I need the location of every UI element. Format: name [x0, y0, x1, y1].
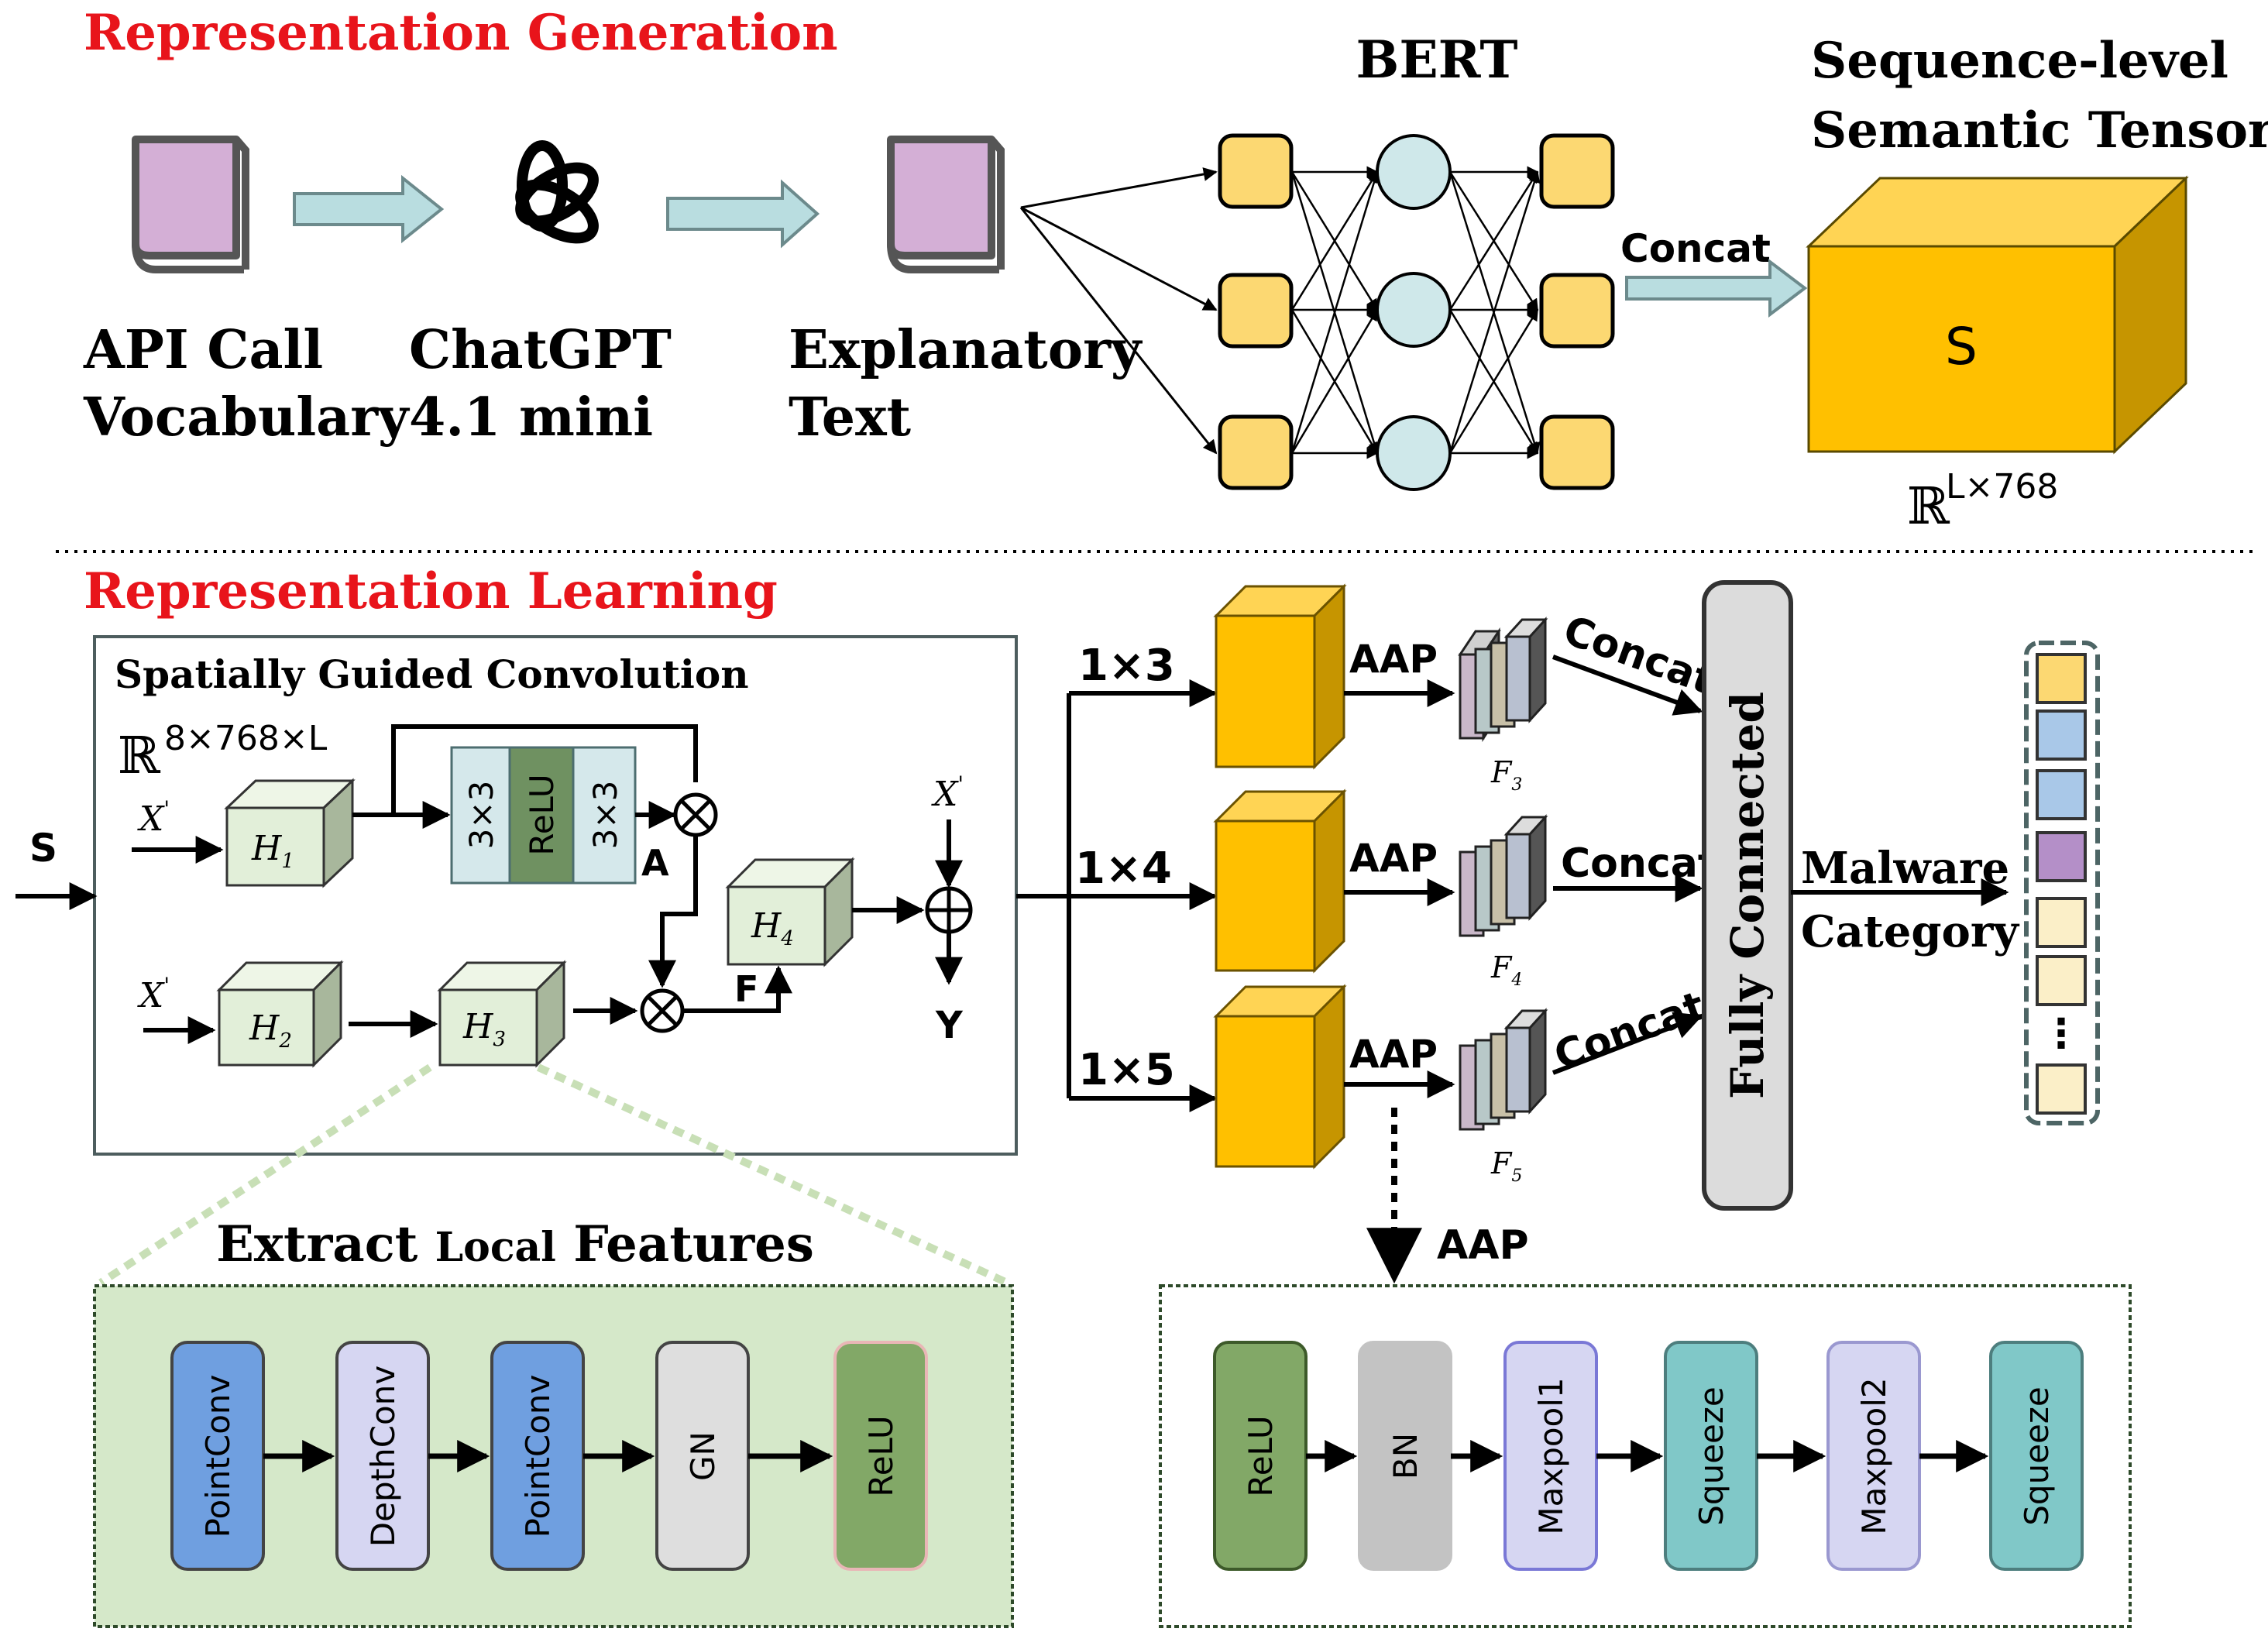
aap-label-1: AAP: [1349, 637, 1438, 682]
concat-arrows: [1552, 655, 1703, 1075]
h2-label: H2: [249, 1008, 292, 1053]
feature-label-f3: F3: [1490, 755, 1522, 795]
concat-label-top: Concat: [1620, 226, 1771, 271]
vocab-label-2: Vocabulary: [83, 387, 411, 448]
sgc-dims: 8×768×L: [164, 719, 328, 758]
local-step-relu: ReLU: [862, 1415, 900, 1496]
feature-stack-3: [1459, 1008, 1548, 1131]
local-features-title: Extract Local Features: [216, 1215, 814, 1273]
branch-kernel-1: 1×3: [1078, 641, 1175, 691]
f-to-h4-line: [682, 965, 792, 1013]
conv-3x3-a: 3×3: [462, 781, 500, 850]
aap-step-maxpool2: Maxpool2: [1855, 1377, 1893, 1534]
expl-label-2: Text: [789, 387, 912, 448]
chatgpt-icon: [515, 140, 599, 244]
flow-arrow: [666, 179, 820, 249]
label-a: A: [641, 842, 669, 884]
bert-label: BERT: [1356, 29, 1518, 90]
tensor-title-1: Sequence-level: [1811, 32, 2228, 90]
local-step-pointconv-2: PointConv: [519, 1375, 557, 1538]
h2-block: [216, 960, 344, 1068]
label-f: F: [734, 968, 758, 1010]
h3-label: H3: [462, 1007, 506, 1051]
aap-label-2: AAP: [1349, 836, 1438, 881]
aap-step-maxpool1: Maxpool1: [1532, 1377, 1570, 1534]
flow-arrow: [293, 174, 445, 244]
chatgpt-label-1: ChatGPT: [409, 319, 672, 381]
aap-step-relu: ReLU: [1242, 1415, 1280, 1496]
multiply-op-1: [673, 792, 718, 837]
tensor-letter: S: [1945, 317, 1978, 376]
feature-label-f4: F4: [1490, 950, 1522, 990]
bert-connections: [1290, 166, 1541, 459]
input-s-label: S: [29, 826, 57, 871]
x-prime-label-3: X': [931, 771, 964, 814]
local-step-depthconv: DepthConv: [364, 1366, 402, 1547]
branch-lines: [1016, 679, 1218, 1112]
chatgpt-label-2: 4.1 mini: [409, 387, 653, 448]
bert-input-nodes: [1218, 133, 1294, 490]
aap-detail-label: AAP: [1437, 1222, 1529, 1269]
bert-hidden-nodes: [1376, 134, 1452, 491]
fully-connected-label: Fully Connected: [1721, 692, 1774, 1099]
fully-connected-block: [1702, 580, 1793, 1211]
feature-stack-2: [1459, 814, 1548, 937]
h1-block: [224, 778, 356, 888]
section-title-learning: Representation Learning: [84, 562, 778, 620]
output-vector-ellipsis: ⋮: [2041, 1011, 2081, 1057]
label-y: Y: [935, 1004, 964, 1047]
x-prime-label: X': [137, 796, 170, 839]
feature-stack-1: [1458, 617, 1548, 742]
sgc-space: ℝ: [118, 726, 161, 785]
output-label-1: Malware: [1801, 843, 2009, 894]
zoom-guides: [98, 1063, 1009, 1287]
aap-step-blocks: [1213, 1341, 2084, 1571]
output-vector: [2036, 653, 2087, 1115]
conv-stack: [450, 746, 637, 885]
local-step-pointconv-1: PointConv: [199, 1375, 237, 1538]
h3-block: [437, 960, 567, 1068]
aap-step-bn: BN: [1387, 1433, 1424, 1479]
conv-3x3-b: 3×3: [586, 781, 624, 850]
sgc-title: Spatially Guided Convolution: [115, 651, 749, 697]
h4-block: [725, 857, 855, 967]
fanout-lines: [1019, 167, 1218, 455]
aap-label-3: AAP: [1349, 1032, 1438, 1077]
book-icon: [132, 136, 249, 273]
add-op: [925, 886, 973, 934]
local-step-blocks: [170, 1341, 928, 1571]
expl-label-1: Explanatory: [789, 319, 1143, 381]
aap-step-squeeze-2: Squeeze: [2018, 1386, 2056, 1526]
concat-label-3: Concat: [1548, 983, 1711, 1080]
branch-cube-2: [1213, 789, 1347, 974]
feature-label-f5: F5: [1490, 1146, 1522, 1186]
multiply-op-2: [640, 988, 685, 1033]
x-prime-label-2: X': [137, 973, 170, 1015]
aap-step-squeeze-1: Squeeze: [1692, 1386, 1730, 1526]
local-step-gn: GN: [684, 1431, 722, 1481]
branch-cube-3: [1213, 984, 1347, 1170]
tensor-space: ℝ: [1907, 476, 1950, 536]
conv-relu: ReLU: [523, 774, 561, 855]
concat-arrow: [1625, 258, 1808, 318]
tensor-title-2: Semantic Tensor: [1811, 101, 2268, 160]
output-vector-frame: [2024, 641, 2100, 1125]
a-to-mult2-line: [648, 835, 698, 988]
h1-label: H1: [251, 829, 294, 873]
output-label-2: Category: [1801, 906, 2019, 957]
aap-arrows: [1344, 679, 1455, 1098]
branch-kernel-3: 1×5: [1078, 1045, 1175, 1095]
bert-output-nodes: [1539, 133, 1615, 490]
h4-label: H4: [751, 906, 794, 950]
book-icon: [887, 136, 1005, 273]
semantic-tensor-cube: [1806, 175, 2189, 455]
branch-kernel-2: 1×4: [1075, 843, 1172, 894]
section-title-generation: Representation Generation: [84, 4, 838, 62]
vocab-label-1: API Call: [83, 319, 323, 381]
branch-cube-1: [1213, 583, 1347, 770]
concat-label-2: Concat: [1561, 840, 1717, 887]
tensor-dims: L×768: [1946, 467, 2058, 507]
